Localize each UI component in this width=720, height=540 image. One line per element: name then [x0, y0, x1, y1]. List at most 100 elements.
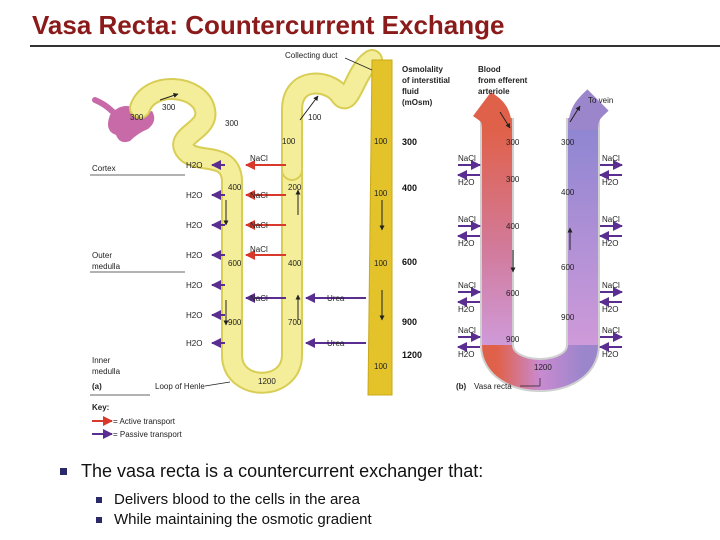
svg-text:NaCl: NaCl — [602, 281, 620, 290]
svg-text:H2O: H2O — [186, 339, 202, 348]
svg-text:NaCl: NaCl — [250, 154, 268, 163]
svg-text:NaCl: NaCl — [250, 221, 268, 230]
value-asc-top: 100 — [282, 137, 296, 146]
svg-text:NaCl: NaCl — [250, 294, 268, 303]
svg-text:Urea: Urea — [327, 294, 345, 303]
svg-text:H2O: H2O — [602, 239, 618, 248]
svg-text:NaCl: NaCl — [250, 191, 268, 200]
interstitial-600: 600 — [402, 257, 417, 267]
osmolality-label-2: of interstitial — [402, 76, 450, 85]
vasa-value-6: 600 — [561, 263, 575, 272]
cortex-label: Cortex — [92, 164, 116, 173]
vasa-value-9: 900 — [506, 335, 520, 344]
bullet-sub-1-text: Delivers blood to the cells in the area — [114, 491, 360, 508]
svg-text:H2O: H2O — [458, 178, 474, 187]
vasa-value-10: 1200 — [534, 363, 552, 372]
value-duct-4: 100 — [374, 362, 388, 371]
panel-b-letter: (b) — [456, 382, 467, 391]
inner-medulla-label-1: Inner — [92, 356, 111, 365]
nephron-tubule-outline — [129, 78, 303, 394]
svg-text:NaCl: NaCl — [458, 326, 476, 335]
blood-label-2: from efferent — [478, 76, 528, 85]
svg-text:H2O: H2O — [458, 305, 474, 314]
value-desc-top: 300 — [225, 119, 239, 128]
interstitial-900: 900 — [402, 317, 417, 327]
bullet-main-text: The vasa recta is a countercurrent excha… — [81, 461, 484, 481]
value-glomerulus: 300 — [130, 113, 144, 122]
vasa-value-7: 600 — [506, 289, 520, 298]
svg-text:H2O: H2O — [186, 191, 202, 200]
outer-medulla-label-2: medulla — [92, 262, 121, 271]
value-duct-3: 100 — [374, 259, 388, 268]
interstitial-300: 300 — [402, 137, 417, 147]
legend-passive-label: = Passive transport — [113, 430, 182, 439]
transport-labels: H2O H2O H2O H2O H2O H2O H2O NaCl NaCl Na… — [186, 154, 345, 348]
svg-text:H2O: H2O — [458, 239, 474, 248]
collecting-duct-label: Collecting duct — [285, 51, 338, 60]
legend-active-label: = Active transport — [113, 417, 176, 426]
vasa-recta-label: Vasa recta — [474, 382, 512, 391]
title-divider — [30, 45, 720, 47]
loop-of-henle-label: Loop of Henle — [155, 382, 205, 391]
vasa-value-5: 400 — [506, 222, 520, 231]
vasa-value-4: 400 — [561, 188, 575, 197]
svg-text:NaCl: NaCl — [458, 215, 476, 224]
distal-tubule — [283, 51, 381, 179]
bullet-main: The vasa recta is a countercurrent excha… — [60, 461, 483, 482]
value-loop-bottom: 1200 — [258, 377, 276, 386]
svg-text:NaCl: NaCl — [458, 281, 476, 290]
svg-text:H2O: H2O — [602, 350, 618, 359]
svg-text:NaCl: NaCl — [458, 154, 476, 163]
value-asc-400: 400 — [288, 259, 302, 268]
inner-medulla-label-2: medulla — [92, 367, 121, 376]
svg-text:H2O: H2O — [186, 221, 202, 230]
vasa-value-8: 900 — [561, 313, 575, 322]
loop-of-henle — [131, 80, 301, 392]
osmolality-label-1: Osmolality — [402, 65, 443, 74]
vasa-recta-loop — [482, 118, 598, 390]
value-distal: 100 — [308, 113, 322, 122]
svg-text:NaCl: NaCl — [602, 154, 620, 163]
svg-text:Urea: Urea — [327, 339, 345, 348]
to-vein-label: To vein — [588, 96, 613, 105]
vasa-recta-descending — [482, 130, 512, 345]
svg-text:H2O: H2O — [458, 350, 474, 359]
vasa-value-2: 300 — [561, 138, 575, 147]
legend: Key: = Active transport = Passive transp… — [92, 403, 182, 439]
panel-a-letter: (a) — [92, 382, 102, 391]
osmolality-label-3: fluid — [402, 87, 419, 96]
vasa-value-1: 300 — [506, 138, 520, 147]
value-duct-1: 100 — [374, 137, 388, 146]
value-desc-600: 600 — [228, 259, 242, 268]
bullet-sub-2: While maintaining the osmotic gradient — [96, 510, 483, 530]
svg-text:H2O: H2O — [186, 161, 202, 170]
value-proximal: 300 — [162, 103, 176, 112]
svg-text:H2O: H2O — [186, 311, 202, 320]
vasa-recta-panel: NaCl H2O NaCl H2O NaCl H2O NaCl H2O NaCl… — [456, 65, 623, 392]
bullet-sub-2-text: While maintaining the osmotic gradient — [114, 511, 372, 528]
svg-text:NaCl: NaCl — [602, 215, 620, 224]
bullet-list: The vasa recta is a countercurrent excha… — [60, 461, 483, 530]
svg-text:H2O: H2O — [602, 305, 618, 314]
bullet-square-icon — [96, 497, 102, 503]
value-desc-400: 400 — [228, 183, 242, 192]
svg-text:H2O: H2O — [602, 178, 618, 187]
interstitial-400: 400 — [402, 183, 417, 193]
bullet-square-icon — [60, 468, 67, 475]
osmolality-label-4: (mOsm) — [402, 98, 433, 107]
interstitial-1200: 1200 — [402, 350, 422, 360]
blood-label-3: arteriole — [478, 87, 510, 96]
vasa-value-3: 300 — [506, 175, 520, 184]
nephron-panel: Collecting duct Osmolality of interstiti… — [90, 49, 450, 396]
value-asc-200: 200 — [288, 183, 302, 192]
value-desc-900: 900 — [228, 318, 242, 327]
slide-title: Vasa Recta: Countercurrent Exchange — [32, 10, 505, 40]
blood-label-1: Blood — [478, 65, 501, 74]
svg-text:H2O: H2O — [186, 251, 202, 260]
svg-text:NaCl: NaCl — [250, 245, 268, 254]
bullet-square-icon — [96, 517, 102, 523]
outer-medulla-label-1: Outer — [92, 251, 112, 260]
vasa-recta-ascending — [568, 130, 598, 345]
legend-title: Key: — [92, 403, 109, 412]
